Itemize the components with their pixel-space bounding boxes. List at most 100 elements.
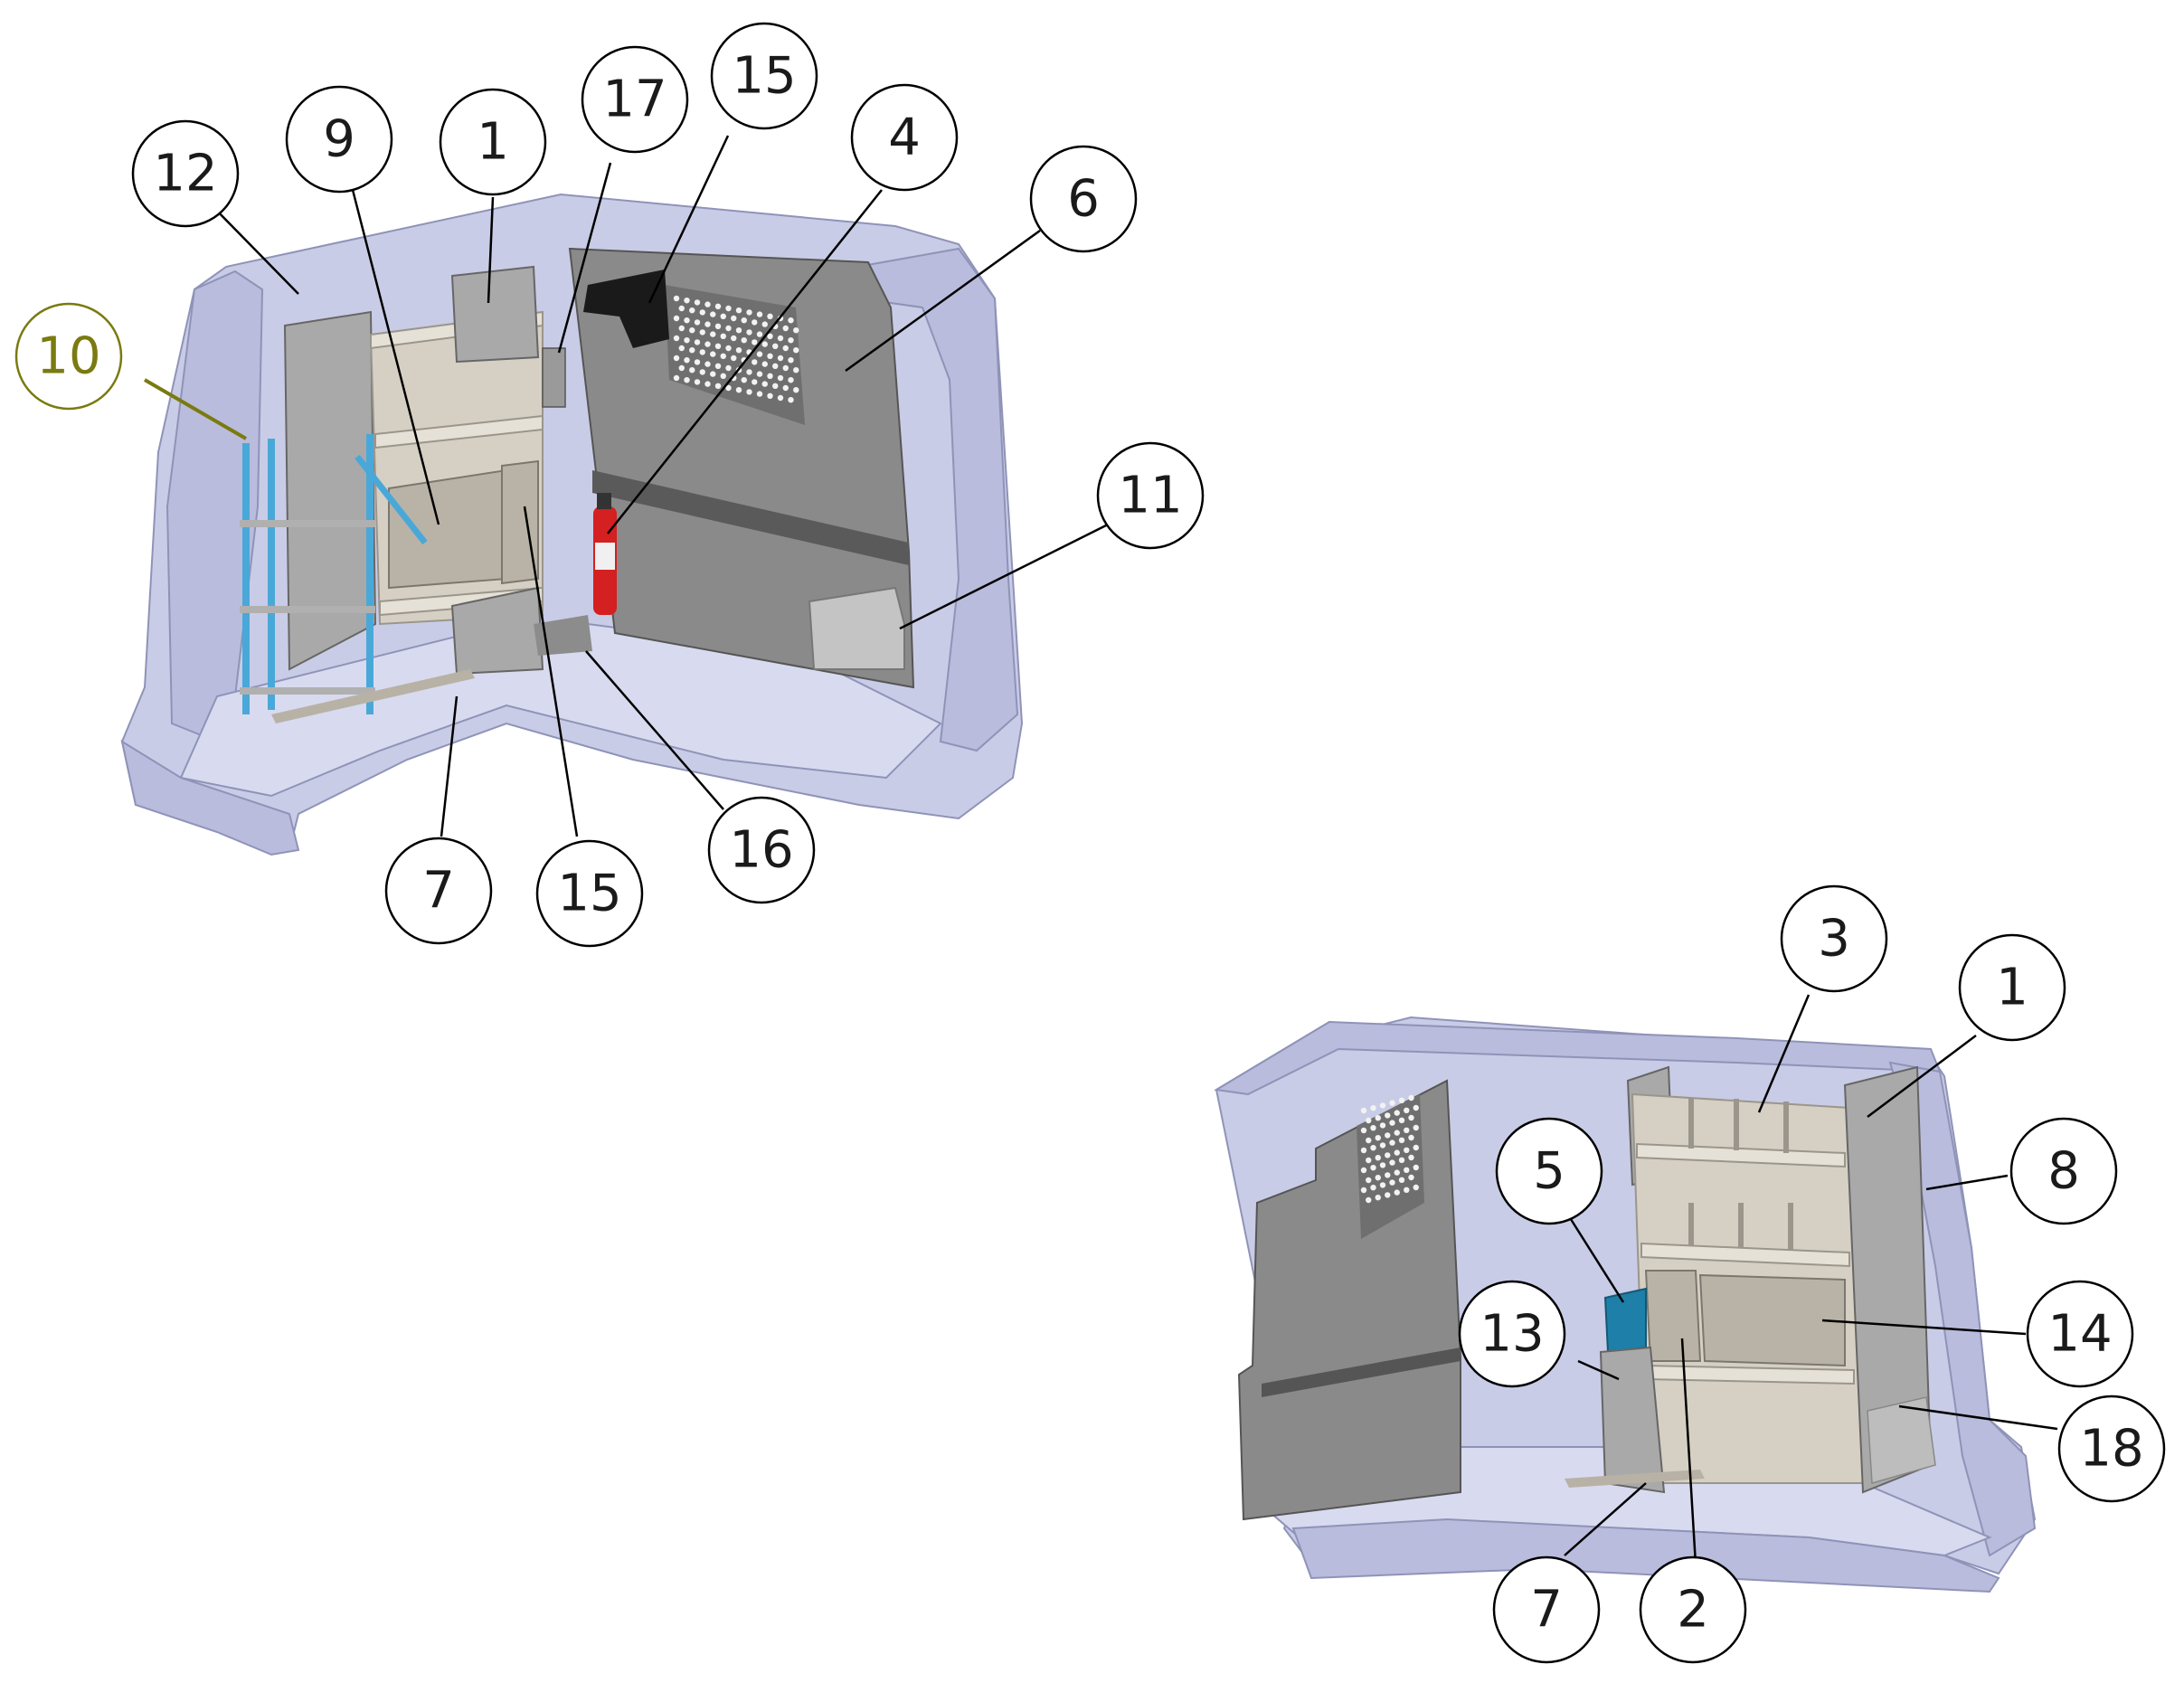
mesh-hole [684, 357, 690, 364]
callout-10: 10 [14, 302, 123, 411]
leader-14 [1821, 1319, 2027, 1336]
mesh-hole [714, 343, 722, 349]
mesh-hole [699, 329, 705, 336]
svg-text:15: 15 [557, 865, 621, 923]
mesh-hole [714, 323, 722, 329]
mesh-hole [1398, 1157, 1405, 1164]
mesh-hole [1366, 1196, 1372, 1204]
mesh-hole [1404, 1127, 1410, 1134]
mesh-hole [772, 363, 779, 369]
mesh-hole [735, 327, 742, 334]
floor-rail-right [1565, 1470, 1705, 1488]
mesh-hole [704, 341, 711, 347]
mesh-hole [788, 337, 794, 344]
mesh-hole [1408, 1094, 1414, 1102]
mesh-hole [1398, 1117, 1405, 1124]
callout-18: 18 [2057, 1395, 2166, 1503]
svg-text:18: 18 [2079, 1420, 2143, 1479]
mesh-hole [1413, 1124, 1419, 1131]
mesh-hole [761, 341, 768, 347]
mesh-hole [1398, 1137, 1405, 1144]
callout-7-right: 7 [1492, 1555, 1601, 1664]
svg-text:1: 1 [1996, 959, 2028, 1017]
mesh-hole [678, 305, 685, 312]
mesh-hole [788, 317, 794, 324]
mesh-hole [1379, 1162, 1386, 1168]
leader-11 [899, 523, 1109, 630]
extinguisher-label [595, 543, 615, 570]
mesh-hole [673, 335, 680, 342]
blue-bin [1603, 1287, 1647, 1354]
leader-4 [607, 189, 883, 534]
mesh-hole [746, 329, 752, 336]
callout-14: 14 [2026, 1280, 2134, 1388]
mesh-hole [788, 377, 794, 383]
mesh-hole [673, 374, 680, 382]
van-rear-frame-right [1291, 1518, 2000, 1593]
mesh-hole [1389, 1100, 1395, 1106]
mesh-hole [710, 331, 716, 337]
svg-text:13: 13 [1480, 1305, 1544, 1364]
mesh-hole [704, 321, 711, 327]
mesh-hole [1385, 1192, 1391, 1198]
leader-12 [212, 205, 299, 295]
mesh-hole [1370, 1185, 1376, 1191]
mesh-hole [1360, 1187, 1367, 1194]
ladder-rung-2 [240, 606, 375, 613]
mesh-hole [673, 315, 680, 322]
base-bracket-16 [534, 615, 592, 656]
callout-1-left: 1 [439, 88, 547, 196]
mesh-hole [725, 325, 732, 332]
mesh-hole [761, 361, 768, 367]
mesh-hole [1394, 1149, 1400, 1156]
mesh-hole [710, 311, 716, 317]
mesh-hole [1366, 1177, 1372, 1184]
mesh-hole [1389, 1120, 1395, 1126]
mesh-hole [1389, 1179, 1395, 1186]
mesh-hole [1379, 1182, 1386, 1188]
svg-text:15: 15 [732, 47, 796, 106]
mesh-hole [735, 307, 742, 314]
callout-2: 2 [1639, 1555, 1747, 1664]
ladder-rack [240, 434, 428, 714]
rear-door-stripe [1262, 1347, 1461, 1397]
callout-5: 5 [1495, 1117, 1603, 1225]
mesh-hole [741, 317, 747, 324]
svg-text:6: 6 [1067, 170, 1100, 229]
right-van-view [1214, 1016, 2037, 1593]
mesh-hole [782, 364, 789, 372]
callout-9: 9 [285, 85, 393, 194]
mesh-hole [756, 351, 763, 357]
bulkhead-mesh-window [665, 285, 805, 425]
mesh-hole [788, 397, 794, 403]
leader-5 [1567, 1215, 1625, 1303]
mesh-hole [725, 384, 732, 392]
mesh-hole [694, 339, 701, 345]
svg-text:7: 7 [1530, 1581, 1563, 1640]
mesh-hole [1394, 1169, 1400, 1176]
mesh-hole [678, 364, 685, 372]
mesh-hole [777, 374, 784, 382]
leader-7b [1564, 1482, 1647, 1556]
shelf-mid-right [1640, 1242, 1850, 1268]
shelf-top-right [1636, 1142, 1846, 1168]
mounting-bracket-top [583, 269, 669, 348]
mesh-hole [1375, 1155, 1381, 1161]
parts-bin-tower [501, 459, 539, 585]
mesh-hole [735, 347, 742, 354]
leader-15a [648, 135, 730, 304]
svg-text:3: 3 [1818, 910, 1850, 969]
mesh-hole [694, 359, 701, 365]
mesh-hole [699, 369, 705, 375]
leader-8 [1925, 1174, 2009, 1191]
mesh-hole [793, 367, 799, 373]
leader-6 [845, 229, 1041, 373]
mesh-hole [1394, 1189, 1400, 1196]
left-van-view [120, 193, 1024, 856]
mesh-hole [1360, 1107, 1367, 1114]
mesh-hole [756, 391, 763, 397]
van-side-wall-right [1888, 1061, 2037, 1557]
mesh-hole [1379, 1142, 1386, 1149]
mesh-hole [1413, 1144, 1419, 1151]
mesh-hole [1370, 1165, 1376, 1171]
